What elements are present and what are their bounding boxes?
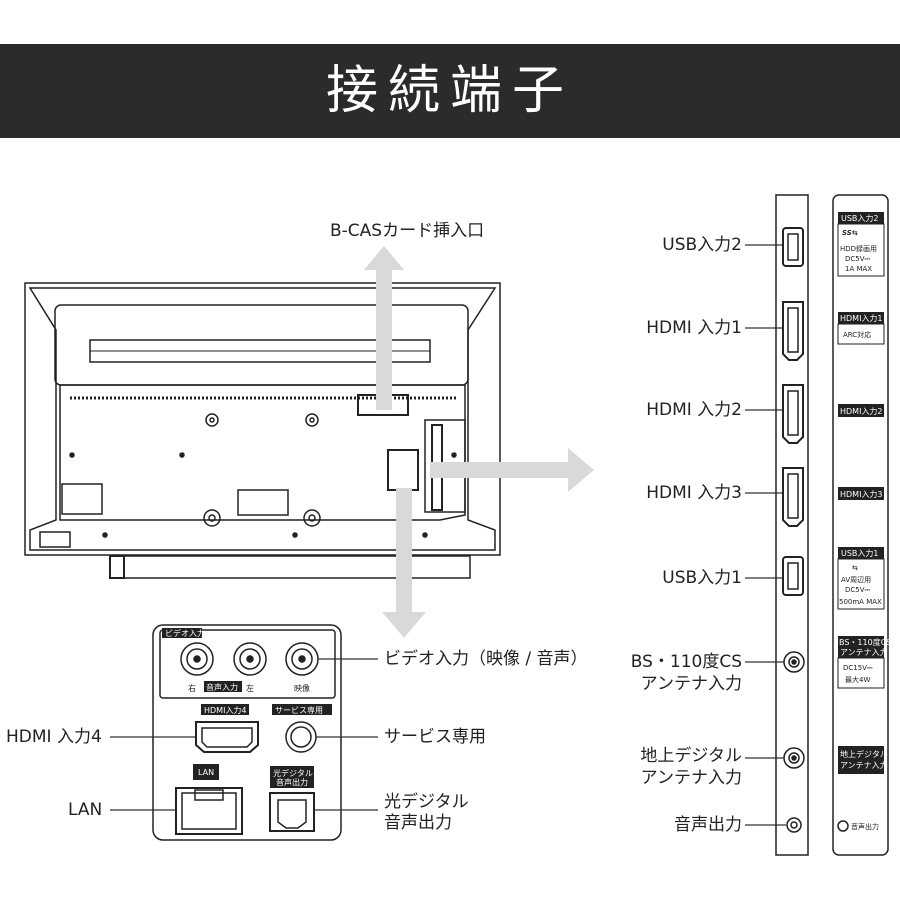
- strip-bs-badge2: アンテナ入力: [840, 647, 888, 657]
- label-service: サービス専用: [384, 727, 486, 747]
- label-audio-out: 音声出力: [674, 815, 742, 835]
- strip-usb1-badge: USB入力1: [841, 548, 879, 558]
- badge-optical-2: 音声出力: [276, 777, 308, 787]
- strip-terr-badge1: 地上デジタル: [840, 749, 888, 759]
- badge-service: サービス専用: [275, 705, 323, 715]
- strip-usb2-note1: HDD録画用: [840, 244, 877, 253]
- strip-usb2-badge: USB入力2: [841, 213, 879, 223]
- lower-panel-badge-text: ビデオ入力 右 音声入力 左 映像 HDMI入力4 サービス専用 LAN 光デジ…: [165, 628, 323, 787]
- label-hdmi4: HDMI 入力4: [6, 727, 102, 747]
- arrow-right-side: [430, 448, 594, 492]
- strip-terr-badge2: アンテナ入力: [840, 760, 888, 770]
- lower-connector-panel: [152, 624, 342, 841]
- label-terrestrial-2: アンテナ入力: [640, 768, 742, 788]
- label-optical-1: 光デジタル: [384, 792, 469, 812]
- label-bs-antenna-2: アンテナ入力: [640, 674, 742, 694]
- strip-bs-badge1: BS・110度CS: [839, 637, 891, 647]
- strip-usb2-note2: DC5V⎓: [845, 255, 871, 263]
- label-usb1: USB入力1: [662, 568, 742, 588]
- strip-usb1-note3: 500mA MAX: [839, 598, 882, 606]
- page-title: 接続端子: [325, 61, 574, 121]
- pointer-arrows: [364, 246, 594, 638]
- strip-hdmi1-note: ARC対応: [843, 330, 871, 339]
- strip-bs-note1: DC15V⎓: [843, 664, 873, 672]
- header-bar: 接続端子: [0, 44, 900, 138]
- arrow-down-panel: [382, 488, 426, 638]
- label-bs-antenna-1: BS・110度CS: [630, 652, 742, 672]
- strip-hdmi3-badge: HDMI入力3: [840, 489, 883, 499]
- label-terrestrial-1: 地上デジタル: [640, 746, 742, 766]
- label-usb2: USB入力2: [662, 235, 742, 255]
- strip-usb2-note3: 1A MAX: [845, 265, 872, 273]
- tv-back-illustration: [24, 282, 501, 579]
- strip-bs-note2: 最大4W: [845, 675, 870, 684]
- label-left-channel: 左: [246, 683, 254, 693]
- badge-video-in: ビデオ入力: [165, 628, 205, 638]
- badge-audio-in: 音声入力: [206, 682, 238, 692]
- label-hdmi2: HDMI 入力2: [646, 400, 742, 420]
- label-bcas-slot: B-CASカード挿入口: [330, 221, 485, 241]
- label-optical-2: 音声出力: [384, 813, 452, 833]
- label-right-channel: 右: [188, 683, 196, 693]
- strip-hdmi2-badge: HDMI入力2: [840, 406, 883, 416]
- arrow-up-bcas: [364, 246, 404, 410]
- strip-usb1-note1: AV周辺用: [841, 576, 871, 584]
- badge-lan: LAN: [198, 768, 214, 777]
- strip-hdmi1-badge: HDMI入力1: [840, 313, 883, 323]
- usb-ss-logo: SS⇆: [842, 229, 858, 237]
- badge-hdmi4: HDMI入力4: [204, 705, 247, 715]
- strip-usb1-note2: DC5V⎓: [845, 586, 871, 594]
- label-hdmi3: HDMI 入力3: [646, 483, 742, 503]
- side-connector-strip: [775, 194, 809, 856]
- label-lan: LAN: [68, 800, 103, 820]
- strip-audio-note: 音声出力: [851, 822, 879, 831]
- label-hdmi1: HDMI 入力1: [646, 318, 742, 338]
- usb-logo: ⇆: [852, 564, 858, 572]
- leader-lines: [110, 244, 786, 826]
- badge-optical-1: 光デジタル: [273, 768, 313, 778]
- label-video-jack: 映像: [294, 683, 310, 693]
- side-label-strip: USB入力2 SS⇆ HDD録画用 DC5V⎓ 1A MAX HDMI入力1 A…: [832, 194, 891, 856]
- label-video-in: ビデオ入力（映像 / 音声）: [384, 649, 588, 669]
